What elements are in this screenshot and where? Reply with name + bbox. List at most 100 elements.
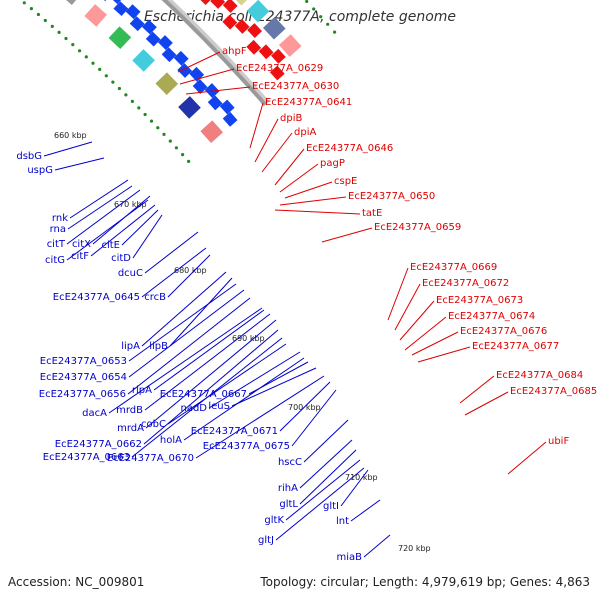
reverse-gene-leader: [299, 439, 353, 489]
reverse-gene-label: gltL: [279, 499, 298, 510]
reverse-gene-label: citG: [45, 255, 65, 266]
reverse-gene-leader: [66, 199, 149, 261]
forward-gene-leader: [321, 227, 373, 243]
reverse-gene-label: citX: [72, 239, 91, 250]
reverse-gene-label: EcE24377A_0653: [40, 356, 127, 367]
reverse-gene-leader: [340, 469, 369, 507]
forward-gene-block: [234, 18, 250, 34]
reverse-gene-leader: [275, 467, 365, 541]
kbp-tick-label: 680 kbp: [174, 266, 207, 275]
reverse-gene-leader: [144, 231, 199, 274]
reverse-gene-leader: [231, 367, 317, 407]
forward-gene-block: [269, 65, 285, 81]
reverse-gene-label: miaB: [336, 552, 362, 563]
forward-gene-leader: [261, 132, 293, 173]
reverse-gene-label: rihA: [278, 483, 298, 494]
reverse-gene-label: EcE24377A_0645: [53, 292, 140, 303]
reverse-gene-leader: [128, 283, 237, 362]
reverse-gene-block: [145, 31, 161, 47]
forward-gene-leader: [274, 148, 305, 186]
forward-gene-label: EcE24377A_0629: [236, 63, 323, 74]
reverse-gene-leader: [279, 381, 331, 432]
tick-dot-outer: [124, 93, 128, 97]
forward-gene-block: [258, 44, 274, 60]
tick-dot-outer: [187, 159, 191, 163]
forward-gene-leader: [279, 196, 347, 206]
reverse-gene-leader: [363, 534, 391, 558]
feature-block-outer: [178, 96, 201, 119]
tick-dot-inner: [333, 30, 337, 34]
forward-gene-label: EcE24377A_0672: [422, 278, 509, 289]
tick-dot-outer: [29, 7, 33, 11]
reverse-gene-leader: [141, 247, 207, 298]
tick-dot-outer: [137, 106, 141, 110]
tick-dot-inner: [305, 0, 309, 3]
reverse-gene-block: [161, 47, 177, 63]
forward-gene-label: EcE24377A_0685: [510, 386, 597, 397]
reverse-gene-label: EcE24377A_0663: [43, 452, 130, 463]
reverse-gene-leader: [167, 343, 287, 425]
forward-gene-block: [271, 48, 286, 64]
reverse-gene-leader: [69, 179, 129, 219]
forward-gene-label: dpiA: [294, 127, 316, 138]
reverse-gene-label: leuS: [208, 401, 230, 412]
feature-block-outer: [200, 120, 223, 143]
reverse-gene-block: [192, 79, 208, 95]
forward-gene-leader: [459, 375, 495, 404]
forward-gene-leader: [254, 118, 279, 163]
reverse-gene-label: EcE24377A_0656: [39, 389, 126, 400]
forward-gene-labels: ahpFEcE24377A_0629EcE24377A_0630EcE24377…: [177, 46, 597, 475]
forward-gene-leader: [411, 331, 459, 356]
reverse-gene-block: [204, 83, 220, 99]
reverse-gene-label: citF: [71, 251, 89, 262]
reverse-gene-leader: [248, 361, 309, 395]
reverse-gene-label: mrdB: [116, 405, 143, 416]
forward-gene-block: [210, 0, 226, 9]
forward-gene-label: EcE24377A_0673: [436, 295, 523, 306]
reverse-gene-leader: [128, 289, 245, 378]
tick-dot-outer: [71, 43, 75, 47]
tick-dot-outer: [43, 18, 47, 23]
forward-gene-leader: [399, 300, 435, 341]
reverse-gene-leader: [167, 254, 211, 298]
forward-gene-label: ahpF: [222, 46, 247, 57]
tick-dot-outer: [174, 146, 178, 150]
reverse-gene-label: lnt: [336, 516, 349, 527]
forward-gene-label: pagP: [320, 158, 345, 169]
reverse-gene-leader: [90, 204, 156, 257]
tick-dot-tracks: [22, 0, 337, 163]
reverse-gene-label: mrdA: [117, 423, 144, 434]
reverse-gene-leader: [127, 297, 251, 395]
forward-gene-label: ubiF: [548, 436, 569, 447]
reverse-gene-leader: [183, 357, 305, 441]
reverse-gene-label: dacA: [82, 408, 107, 419]
forward-gene-leader: [464, 391, 509, 416]
reverse-gene-block: [157, 35, 173, 51]
feature-block-outer: [84, 4, 107, 27]
reverse-gene-block: [219, 99, 235, 115]
forward-gene-label: EcE24377A_0669: [410, 262, 497, 273]
reverse-gene-leader: [285, 459, 361, 521]
feature-block-outer: [155, 72, 179, 96]
tick-dot-outer: [84, 55, 88, 59]
reverse-gene-leader: [43, 141, 93, 157]
tick-dot-outer: [168, 139, 172, 143]
forward-gene-label: EcE24377A_0684: [496, 370, 583, 381]
forward-gene-leader: [185, 86, 251, 95]
reverse-gene-label: citT: [47, 239, 66, 250]
reverse-gene-label: citD: [111, 253, 131, 264]
feature-block-outer: [59, 0, 83, 5]
kbp-tick-label: 710 kbp: [345, 473, 378, 482]
forward-gene-leader: [249, 102, 264, 149]
forward-gene-leader: [179, 68, 235, 85]
reverse-gene-label: hscC: [278, 457, 302, 468]
reverse-gene-label: dcuC: [118, 268, 143, 279]
reverse-gene-block: [113, 1, 129, 17]
reverse-gene-leader: [169, 277, 233, 347]
reverse-gene-label: lipA: [121, 341, 140, 352]
tick-dot-outer: [149, 119, 154, 123]
forward-gene-label: EcE24377A_0676: [460, 326, 547, 337]
tick-dot-outer: [36, 12, 41, 17]
reverse-gene-leader: [208, 351, 301, 409]
